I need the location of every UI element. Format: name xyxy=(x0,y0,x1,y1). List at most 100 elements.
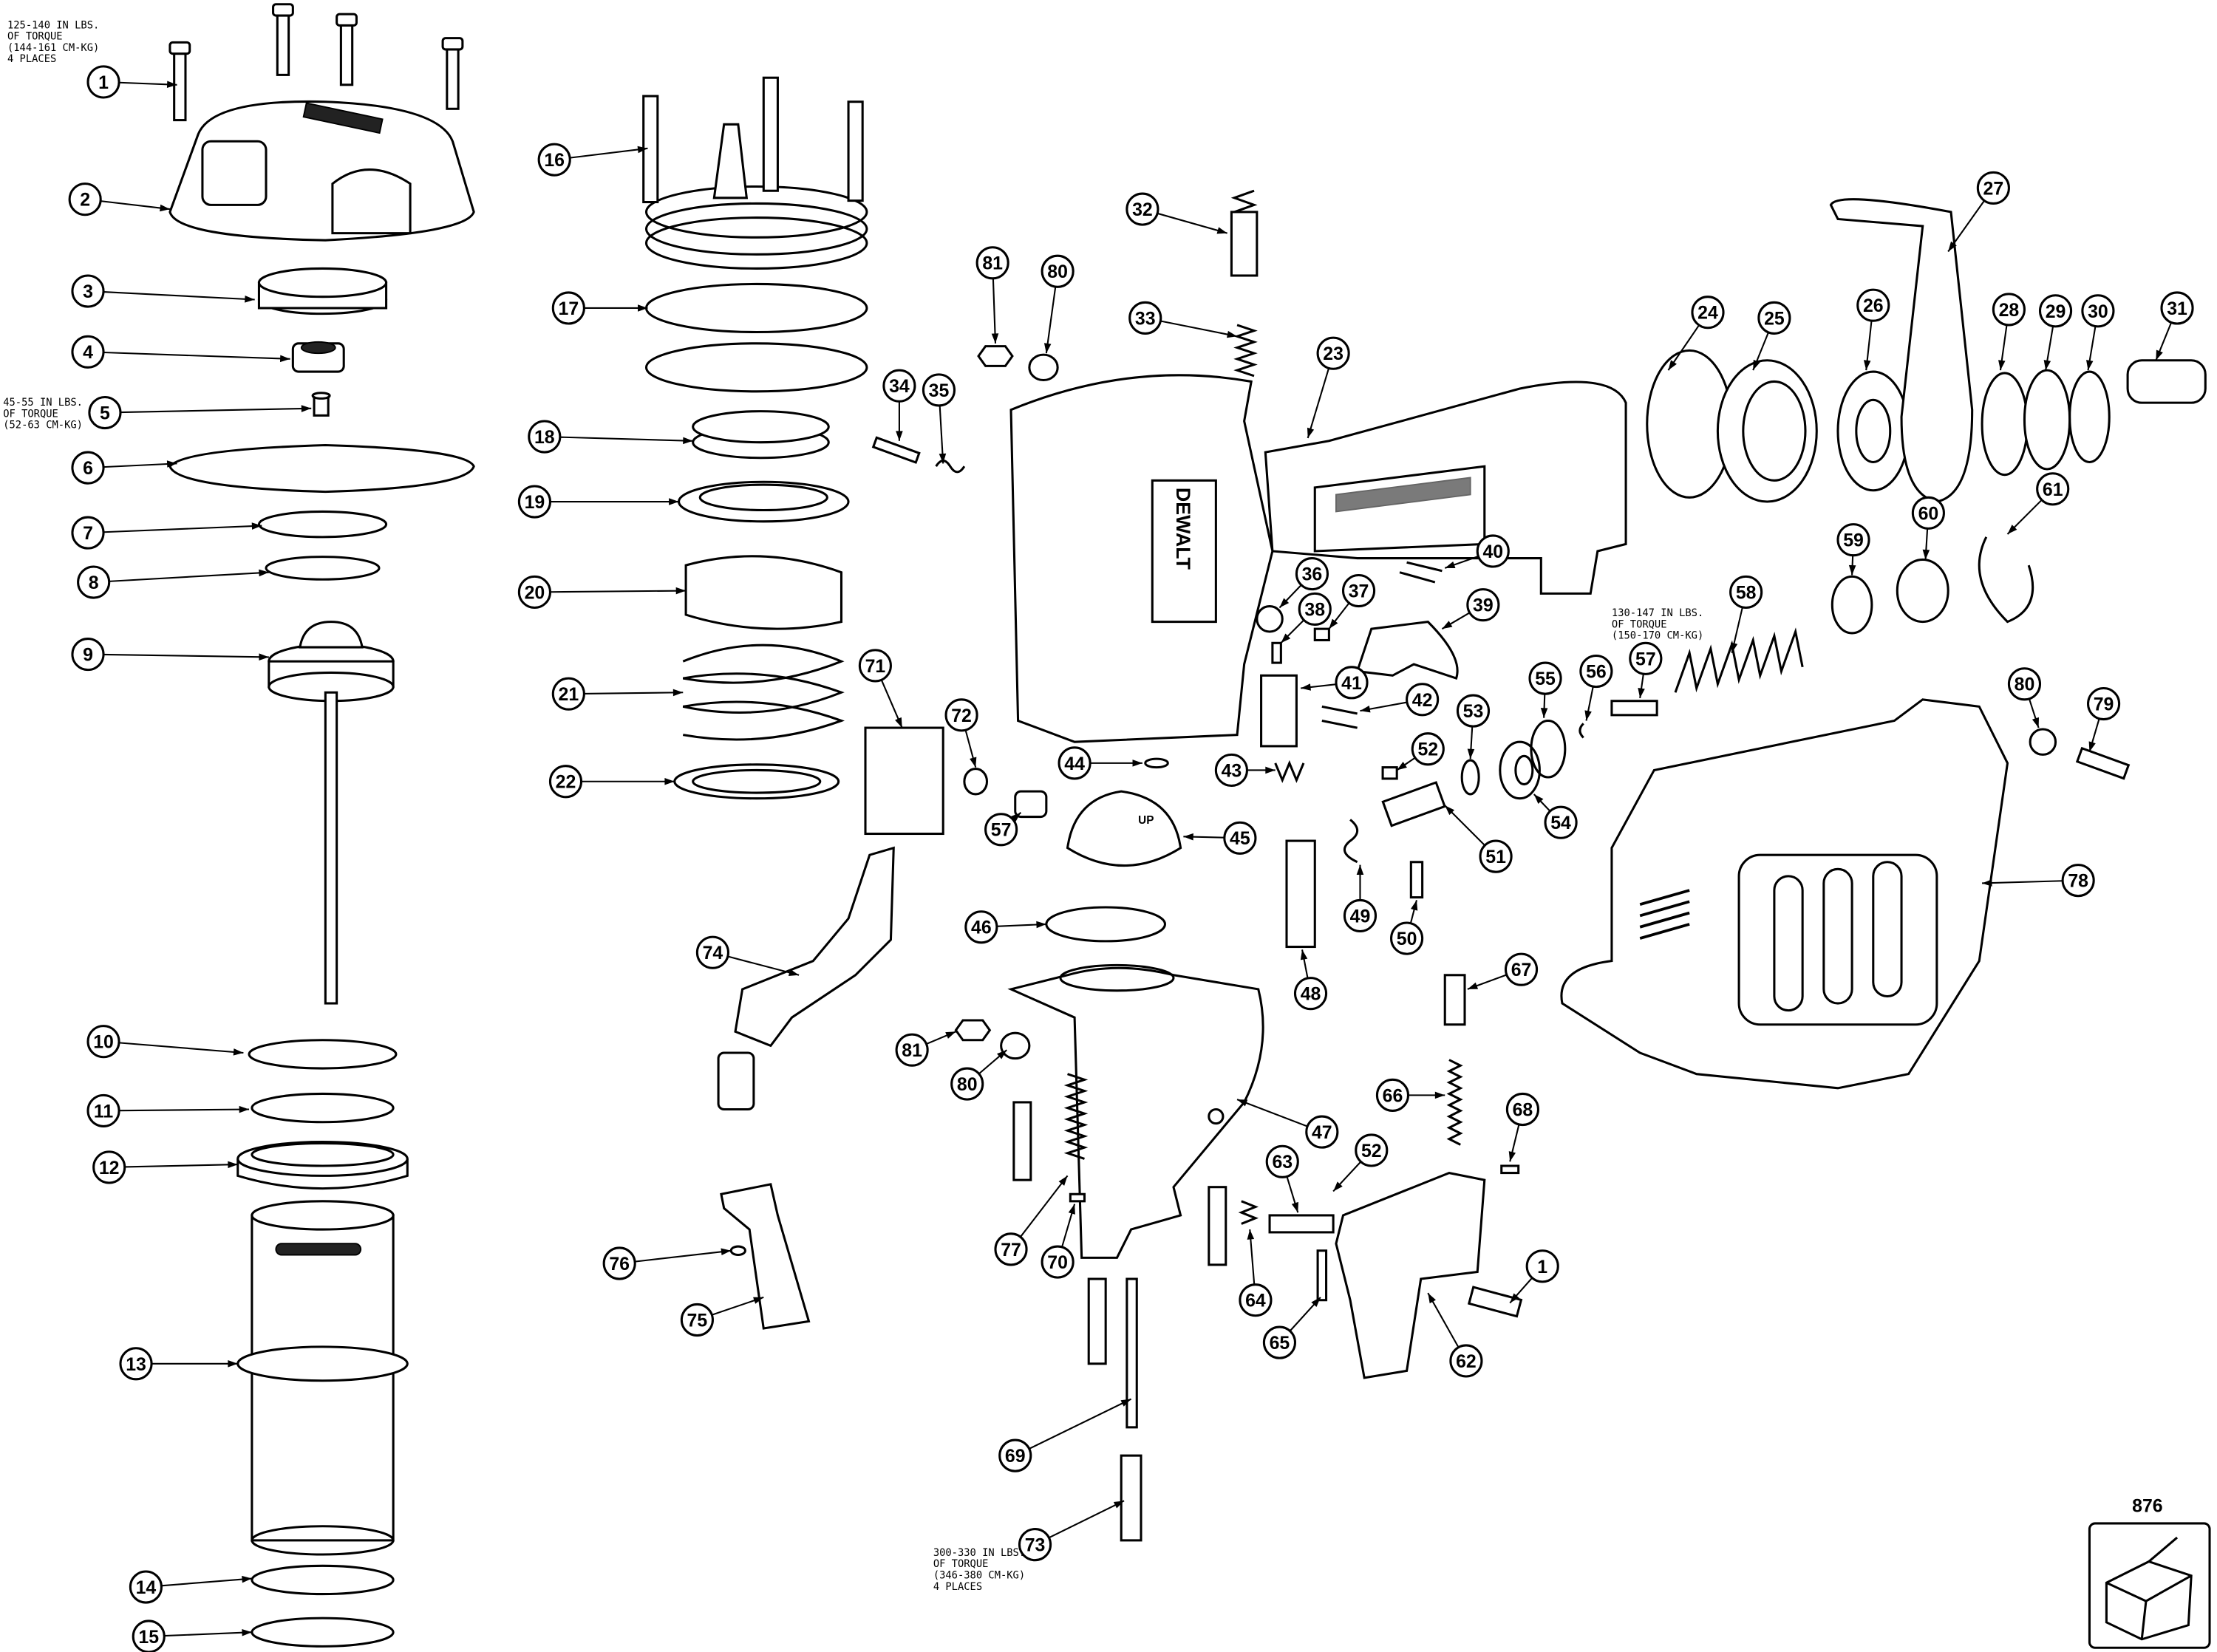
leader-line xyxy=(559,436,693,442)
callout-80: 80 xyxy=(2007,667,2042,728)
callout-number: 22 xyxy=(556,772,576,793)
callout-number: 48 xyxy=(1301,984,1321,1005)
arrowhead xyxy=(1183,833,1193,841)
arrowhead xyxy=(664,777,675,785)
screw-79 xyxy=(2075,746,2131,780)
leader-line xyxy=(1048,1500,1125,1539)
leader-line xyxy=(1029,1398,1132,1450)
callout-number: 1 xyxy=(1537,1257,1547,1277)
callout-circle xyxy=(68,182,102,216)
callout-14: 14 xyxy=(129,1570,252,1604)
callout-circle xyxy=(2160,291,2194,325)
callout-37: 37 xyxy=(1328,573,1376,629)
callout-57: 57 xyxy=(984,812,1022,847)
callout-30: 30 xyxy=(2081,294,2115,371)
callout-circle xyxy=(129,1570,163,1604)
callout-71: 71 xyxy=(858,649,903,728)
callout-circle xyxy=(922,373,956,407)
callout-number: 25 xyxy=(1764,308,1785,329)
leader-line xyxy=(727,955,800,976)
callout-52: 52 xyxy=(1332,1133,1389,1192)
cylinder-cap xyxy=(168,100,475,242)
o-ring-7 xyxy=(257,510,388,539)
callout-60: 60 xyxy=(1911,496,1945,560)
arrowhead xyxy=(1237,1099,1248,1107)
callout-circle xyxy=(984,813,1018,847)
callout-number: 36 xyxy=(1302,564,1323,585)
retaining-ring-61 xyxy=(1978,536,2034,624)
callout-7: 7 xyxy=(71,516,262,550)
o-ring-11 xyxy=(251,1092,395,1124)
leader-line xyxy=(1236,1099,1308,1127)
callout-number: 10 xyxy=(93,1032,114,1053)
callout-circle xyxy=(1856,288,1890,322)
arrowhead xyxy=(301,405,312,412)
callout-circle xyxy=(1456,694,1491,728)
washer-22 xyxy=(673,763,840,800)
retaining-ring-30 xyxy=(2068,370,2111,463)
arrowhead xyxy=(1301,683,1311,691)
callout-number: 28 xyxy=(1999,300,2020,321)
callout-number: 75 xyxy=(687,1310,708,1331)
callout-58: 58 xyxy=(1729,575,1763,653)
callout-number: 78 xyxy=(2068,871,2088,892)
arrowhead xyxy=(2043,360,2051,371)
washer-80-lower xyxy=(1000,1031,1031,1060)
callout-number: 1 xyxy=(98,72,109,93)
callout-circle xyxy=(1579,654,1613,689)
callout-circle xyxy=(1341,573,1376,608)
callout-number: 17 xyxy=(559,298,579,319)
arrowhead xyxy=(2086,360,2094,371)
contact-trip-62 xyxy=(1335,1171,1486,1379)
leader-line xyxy=(634,1249,732,1263)
callout-circle xyxy=(944,698,978,732)
bushing-57 xyxy=(1014,790,1048,819)
callout-81: 81 xyxy=(975,246,1009,344)
valve-51 xyxy=(1381,781,1446,827)
callout-36: 36 xyxy=(1278,557,1329,609)
callout-19: 19 xyxy=(517,485,679,519)
callout-53: 53 xyxy=(1456,694,1491,760)
callout-circle xyxy=(1128,301,1162,335)
leader-line xyxy=(1427,1292,1460,1348)
torque-note-nose-screws: 300-330 IN LBS.OF TORQUE(346-380 CM-KG)4… xyxy=(933,1547,1025,1593)
leader-line xyxy=(1307,368,1330,439)
ring-29 xyxy=(2023,369,2071,471)
o-ring-44 xyxy=(1144,757,1169,769)
callout-number: 9 xyxy=(83,645,93,666)
callout-number: 3 xyxy=(83,281,93,302)
arrowhead xyxy=(1291,1201,1298,1213)
leader-line xyxy=(1982,880,2063,884)
callout-77: 77 xyxy=(994,1175,1069,1266)
leader-line xyxy=(1045,286,1057,354)
spring-21 xyxy=(682,644,845,741)
callout-24: 24 xyxy=(1667,296,1725,371)
arrowhead xyxy=(1508,1151,1516,1162)
callout-circle xyxy=(86,65,120,99)
bolt-57 xyxy=(1610,700,1658,717)
gear-36 xyxy=(1256,605,1284,633)
callout-number: 37 xyxy=(1349,581,1369,601)
callout-69: 69 xyxy=(998,1398,1132,1472)
callout-number: 70 xyxy=(1047,1252,1068,1273)
washer-72 xyxy=(963,768,989,796)
cylinder-ring xyxy=(236,1140,409,1190)
leader-line xyxy=(584,692,684,694)
callout-5: 5 xyxy=(88,395,312,430)
callout-circle xyxy=(1505,1092,1540,1127)
callout-21: 21 xyxy=(551,677,684,711)
arrowhead xyxy=(675,587,687,595)
ring-19 xyxy=(677,480,850,523)
callout-number: 32 xyxy=(1132,199,1153,220)
screw-mid xyxy=(1208,1186,1227,1266)
callout-circle xyxy=(2038,294,2073,328)
arrowhead xyxy=(242,1628,252,1636)
callout-number: 13 xyxy=(126,1354,146,1375)
callout-number: 40 xyxy=(1482,542,1503,562)
valve-67 xyxy=(1443,974,1466,1026)
callout-15: 15 xyxy=(132,1619,252,1652)
callout-number: 8 xyxy=(89,573,99,593)
callout-number: 55 xyxy=(1535,669,1556,689)
arrowhead xyxy=(1120,1399,1131,1407)
